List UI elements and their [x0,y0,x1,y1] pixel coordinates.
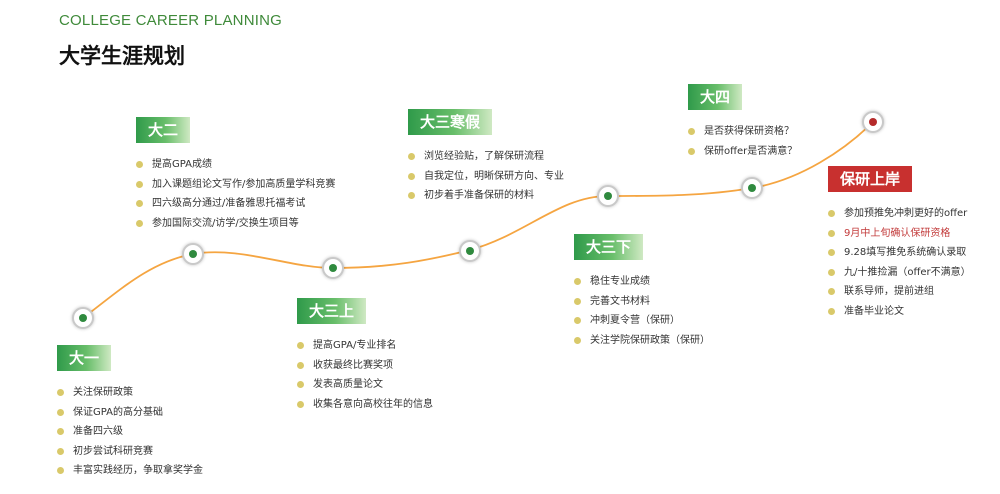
stage-item: 参加国际交流/访学/交换生项目等 [136,214,335,234]
bullet-dot [828,210,835,217]
bullet-dot [828,229,835,237]
stage-item: 发表高质量论文 [297,375,433,395]
stage-item: 联系导师，提前进组 [828,282,971,302]
stage-item: 保研offer是否满意？ [688,142,797,162]
bullet-dot [408,172,415,180]
timeline-node-sophomore [182,243,204,265]
stage-item: 收获最终比赛奖项 [297,356,433,376]
stage-item: 收集各意向高校往年的信息 [297,395,433,415]
stage-badge: 大三下 [574,234,644,260]
stage-badge: 大三寒假 [408,109,493,135]
bullet-dot [136,180,143,188]
bullet-dot [57,428,64,435]
bullet-dot [297,400,304,408]
bullet-dot [828,268,835,276]
stage-item-list: 是否获得保研资格？ 保研offer是否满意？ [688,122,797,161]
stage-item: 九/十推捡漏（offer不满意） [828,263,971,283]
stage-item: 浏览经验贴，了解保研流程 [408,147,564,167]
stage-badge: 大二 [136,117,191,143]
stage-item: 准备毕业论文 [828,302,971,322]
stage-item: 关注学院保研政策（保研） [574,331,710,351]
timeline-node-freshman [72,307,94,329]
bullet-dot [136,219,143,227]
stage-item: 初步着手准备保研的材料 [408,186,564,206]
bullet-dot [297,361,304,369]
timeline-node-junior-fall [322,257,344,279]
bullet-dot [408,192,415,199]
stage-badge: 大四 [688,84,743,110]
stage-item-list: 提高GPA/专业排名 收获最终比赛奖项 发表高质量论文 收集各意向高校往年的信息 [297,336,433,414]
stage-item: 提高GPA成绩 [136,155,335,175]
bullet-dot [574,317,581,324]
stage-item: 是否获得保研资格？ [688,122,797,142]
bullet-dot [574,297,581,305]
stage-junior-spring: 大三下 稳住专业成绩 完善文书材料 冲刺夏令营（保研） 关注学院保研政策（保研） [574,234,710,350]
timeline-node-junior-spring [597,185,619,207]
bullet-dot [408,153,415,160]
stage-item-list: 提高GPA成绩 加入课题组论文写作/参加高质量学科竞赛 四六级高分通过/准备雅思… [136,155,335,233]
bullet-dot [57,389,64,396]
stage-item: 提高GPA/专业排名 [297,336,433,356]
node-core [748,184,756,192]
node-core [189,250,197,258]
stage-item-list: 关注保研政策 保证GPA的高分基础 准备四六级 初步尝试科研竞赛 丰富实践经历，… [57,383,203,481]
bullet-dot [688,147,695,155]
stage-item-list: 稳住专业成绩 完善文书材料 冲刺夏令营（保研） 关注学院保研政策（保研） [574,272,710,350]
bullet-dot [574,278,581,285]
bullet-dot [688,128,695,135]
stage-item: 保证GPA的高分基础 [57,403,203,423]
stage-sophomore: 大二 提高GPA成绩 加入课题组论文写作/参加高质量学科竞赛 四六级高分通过/准… [136,117,335,233]
stage-item: 完善文书材料 [574,292,710,312]
stage-item: 加入课题组论文写作/参加高质量学科竞赛 [136,175,335,195]
bullet-dot [57,408,64,416]
bullet-dot [828,307,835,315]
stage-admitted: 保研上岸 参加预推免冲刺更好的offer 9月中上旬确认保研资格 9.28填写推… [828,166,971,321]
stage-item: 四六级高分通过/准备雅思托福考试 [136,194,335,214]
stage-item-list: 浏览经验贴，了解保研流程 自我定位，明晰保研方向、专业 初步着手准备保研的材料 [408,147,564,206]
bullet-dot [574,336,581,344]
page-subtitle: COLLEGE CAREER PLANNING [59,12,282,29]
bullet-dot [828,249,835,256]
timeline-node-senior [741,177,763,199]
stage-item: 冲刺夏令营（保研） [574,311,710,331]
bullet-dot [136,200,143,207]
stage-item: 9.28填写推免系统确认录取 [828,243,971,263]
bullet-dot [57,467,64,474]
page-title: 大学生涯规划 [59,44,185,68]
stage-item: 自我定位，明晰保研方向、专业 [408,167,564,187]
node-core [869,118,877,126]
timeline-node-admitted [862,111,884,133]
node-core [329,264,337,272]
stage-item-list: 参加预推免冲刺更好的offer 9月中上旬确认保研资格 9.28填写推免系统确认… [828,204,971,321]
bullet-dot [297,381,304,388]
stage-badge: 大一 [57,345,112,371]
node-core [79,314,87,322]
stage-freshman: 大一 关注保研政策 保证GPA的高分基础 准备四六级 初步尝试科研竞赛 丰富实践… [57,345,203,481]
stage-item: 关注保研政策 [57,383,203,403]
stage-item: 丰富实践经历，争取拿奖学金 [57,461,203,481]
stage-junior-fall: 大三上 提高GPA/专业排名 收获最终比赛奖项 发表高质量论文 收集各意向高校往… [297,298,433,414]
node-core [604,192,612,200]
timeline-node-junior-winter [459,240,481,262]
node-core [466,247,474,255]
stage-item: 准备四六级 [57,422,203,442]
stage-item: 参加预推免冲刺更好的offer [828,204,971,224]
stage-item: 初步尝试科研竞赛 [57,442,203,462]
stage-badge: 保研上岸 [828,166,913,192]
stage-item: 稳住专业成绩 [574,272,710,292]
stage-senior: 大四 是否获得保研资格？ 保研offer是否满意？ [688,84,797,161]
stage-badge: 大三上 [297,298,367,324]
stage-junior-winter: 大三寒假 浏览经验贴，了解保研流程 自我定位，明晰保研方向、专业 初步着手准备保… [408,109,564,206]
stage-item-highlighted: 9月中上旬确认保研资格 [828,224,971,244]
bullet-dot [136,161,143,168]
bullet-dot [828,288,835,295]
bullet-dot [57,447,64,455]
bullet-dot [297,342,304,349]
